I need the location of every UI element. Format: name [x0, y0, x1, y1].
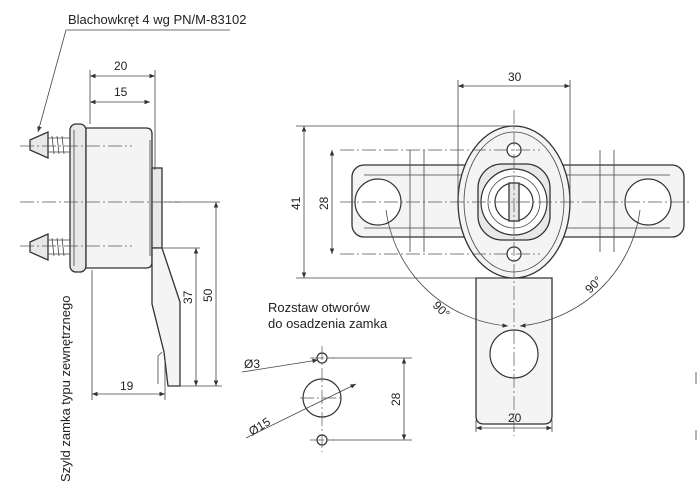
dim-side-37: 37 [181, 290, 195, 304]
dim-hole-d3: Ø3 [244, 357, 260, 371]
dim-hole-d15: Ø15 [246, 414, 273, 438]
dim-side-50: 50 [201, 288, 215, 302]
hole-spacing-view: Rozstaw otworów do osadzenia zamka Ø3 Ø1… [241, 300, 412, 452]
dim-side-15: 15 [114, 85, 128, 99]
dim-front-30: 30 [508, 70, 522, 84]
vertical-caption: Szyld zamka typu zewnętrznego [58, 296, 73, 482]
dim-front-28: 28 [317, 196, 331, 210]
dim-hole-28: 28 [389, 392, 403, 406]
lock-stem [151, 167, 163, 249]
dim-side-19: 19 [120, 379, 134, 393]
screw-bottom [29, 232, 70, 262]
front-view: 90° 90° 30 41 28 20 [289, 70, 690, 436]
screw-leader-line [37, 29, 230, 133]
escutcheon-body [85, 127, 153, 269]
rotation-arc-right [519, 209, 641, 328]
screw-top [29, 130, 70, 160]
hole-spacing-title-1: Rozstaw otworów [268, 300, 370, 315]
dim-side-20: 20 [114, 59, 128, 73]
angle-left-label: 90° [430, 298, 453, 321]
hole-spacing-title-2: do osadzenia zamka [268, 316, 388, 331]
dim-front-bottom-20: 20 [508, 411, 522, 425]
dim-front-41: 41 [289, 196, 303, 210]
angle-right-label: 90° [582, 273, 605, 296]
screw-label: Blachowkręt 4 wg PN/M-83102 [68, 12, 246, 27]
side-view: Blachowkręt 4 wg PN/M-83102 20 [20, 12, 246, 482]
rotation-arc-left [385, 209, 509, 328]
lock-tongue [151, 247, 181, 387]
